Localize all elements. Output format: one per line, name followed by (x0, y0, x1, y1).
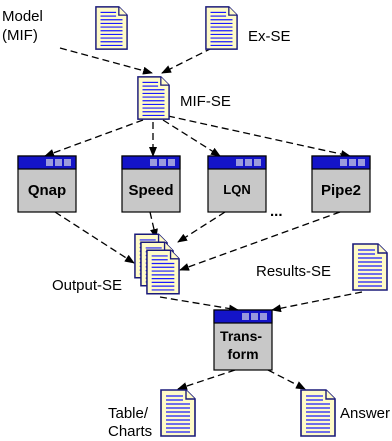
transform-tool-window: Trans- form (213, 309, 273, 371)
arrow-pipe2-to-output-se (179, 211, 341, 271)
model-label-line1: Model (2, 8, 43, 25)
arrows (44, 47, 363, 390)
pipe2-label: Pipe2 (321, 182, 361, 199)
arrow-mif-se-to-pipe2 (167, 115, 351, 158)
arrow-output-se-to-transform (159, 296, 239, 313)
qnap-label: Qnap (28, 182, 66, 199)
arrow-lqn-to-output-se (177, 211, 226, 243)
answer-document-icon (300, 389, 336, 437)
output-se-label: Output-SE (52, 277, 122, 294)
transform-label-line1: Trans- (220, 328, 262, 344)
results-se-document-icon (352, 243, 388, 291)
ex-se-label: Ex-SE (248, 28, 291, 45)
table-charts-label-line2: Charts (108, 423, 152, 440)
lqn-tool-window: LQN (207, 155, 267, 213)
ex-se-document-icon (205, 6, 238, 50)
arrow-transform-to-table (177, 369, 236, 390)
speed-label: Speed (128, 182, 173, 199)
table-charts-label-line1: Table/ (108, 405, 149, 422)
transform-label-line2: form (227, 346, 258, 362)
table-charts-document-icon (160, 389, 196, 437)
table-charts-label: Table/ Charts (108, 405, 152, 440)
arrow-transform-to-answer (267, 369, 306, 390)
model-label-line2: (MIF) (2, 27, 38, 44)
transform-label: Trans- form (220, 328, 266, 362)
pipe2-tool-window: Pipe2 (311, 155, 371, 213)
arrow-mif-se-to-qnap (44, 119, 144, 157)
arrow-qnap-to-output-se (54, 211, 135, 264)
output-se-document-stack-icon (134, 233, 180, 295)
more-tools-ellipsis: ... (270, 203, 283, 220)
model-label: Model (MIF) (2, 8, 43, 44)
arrow-ex-se-to-mif-se (161, 47, 213, 74)
results-se-label: Results-SE (256, 263, 331, 280)
arrow-model-to-mif-se (59, 47, 153, 75)
arrow-mif-se-to-lqn (162, 119, 221, 157)
mif-se-document-icon (137, 76, 170, 120)
model-document-icon (95, 6, 128, 50)
mif-se-label: MIF-SE (180, 93, 231, 110)
qnap-tool-window: Qnap (17, 155, 77, 213)
lqn-label: LQN (223, 182, 250, 197)
speed-tool-window: Speed (121, 155, 181, 213)
answer-label: Answer (340, 405, 390, 422)
arrow-results-se-to-transform (271, 291, 363, 313)
